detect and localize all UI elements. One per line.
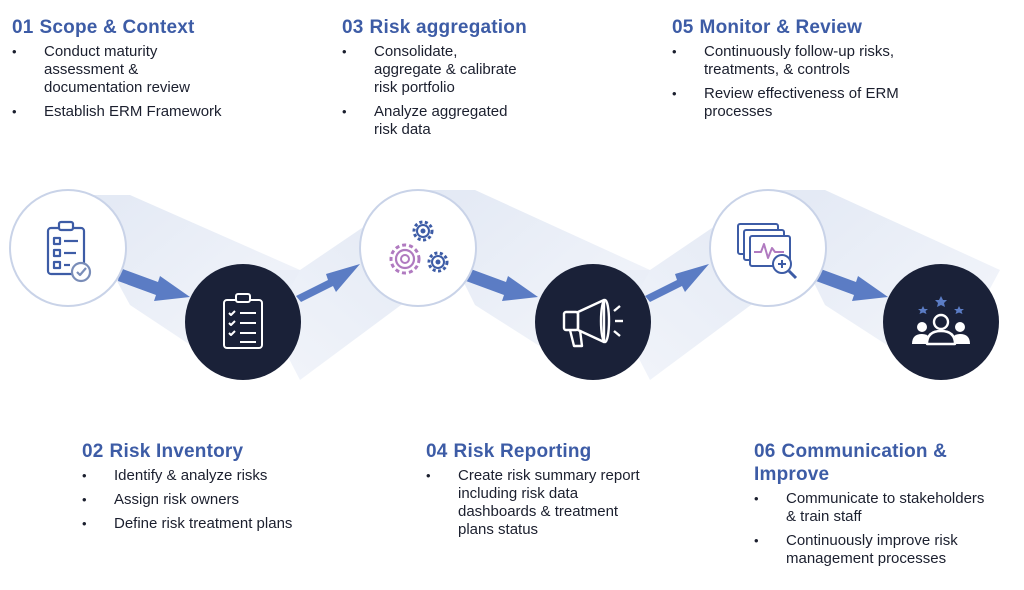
step-03-bullet: Analyze aggregated risk data (342, 103, 524, 139)
step-02-title-text: Risk Inventory (109, 441, 244, 462)
step-02-bullets: Identify & analyze risks Assign risk own… (82, 467, 362, 533)
megaphone-icon (562, 298, 623, 348)
step-03-bullets: Consolidate, aggregate & calibrate risk … (342, 43, 552, 139)
step-06-title-text: Communication & Improve (754, 441, 948, 485)
step-06-number: 06 (754, 441, 776, 462)
step-04-bullet: Create risk summary report including ris… (426, 467, 653, 539)
clipboard-list-icon (223, 293, 263, 349)
step-03-title-text: Risk aggregation (369, 17, 527, 38)
step-03-circle (359, 189, 477, 307)
step-01-bullet: Conduct maturity assessment & documentat… (12, 43, 204, 97)
step-05-circle (709, 189, 827, 307)
arrow-04-05 (645, 264, 709, 302)
step-02-number: 02 (82, 441, 104, 462)
step-01-bullets: Conduct maturity assessment & documentat… (12, 43, 252, 121)
step-05-number: 05 (672, 17, 694, 38)
team-stars-icon (912, 296, 970, 346)
gears-icon (389, 220, 449, 275)
step-06-bullet: Continuously improve risk management pro… (754, 532, 996, 568)
step-01-title-text: Scope & Context (39, 17, 195, 38)
step-06-bullet: Communicate to stakeholders & train staf… (754, 490, 986, 526)
monitor-chart-search-icon (737, 223, 798, 280)
step-05-bullet: Review effectiveness of ERM processes (672, 85, 929, 121)
step-04-number: 04 (426, 441, 448, 462)
step-06-bullets: Communicate to stakeholders & train staf… (754, 490, 1004, 568)
step-02-bullet: Define risk treatment plans (82, 515, 362, 533)
clipboard-check-icon (46, 220, 92, 283)
step-05-title-text: Monitor & Review (699, 17, 863, 38)
step-05-bullet: Continuously follow-up risks, treatments… (672, 43, 929, 79)
arrow-01-02 (118, 268, 190, 301)
step-04-circle (535, 264, 651, 380)
step-02-circle (185, 264, 301, 380)
step-05-bullets: Continuously follow-up risks, treatments… (672, 43, 942, 121)
step-02-bullet: Identify & analyze risks (82, 467, 362, 485)
arrow-05-06 (816, 268, 888, 301)
step-06-circle (883, 264, 999, 380)
step-04-title-text: Risk Reporting (453, 441, 592, 462)
arrow-02-03 (296, 264, 360, 302)
step-03-bullet: Consolidate, aggregate & calibrate risk … (342, 43, 524, 97)
step-01-number: 01 (12, 17, 34, 38)
step-02-bullet: Assign risk owners (82, 491, 362, 509)
arrow-03-04 (466, 268, 538, 301)
flow-arrows (118, 264, 888, 302)
step-03-number: 03 (342, 17, 364, 38)
step-01-circle (9, 189, 127, 307)
step-01-bullet: Establish ERM Framework (12, 103, 252, 121)
step-04-bullets: Create risk summary report including ris… (426, 467, 676, 539)
